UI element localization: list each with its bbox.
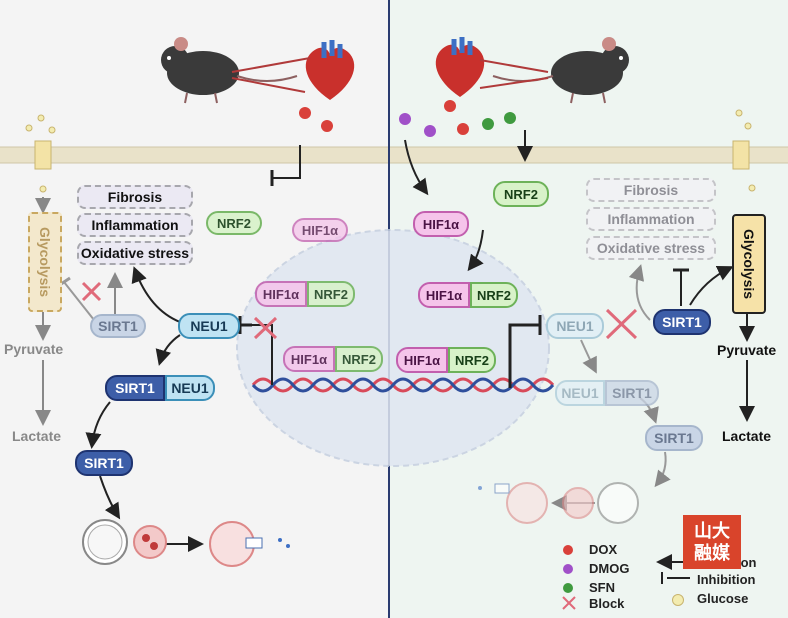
watermark-line1: 山大 [694,521,730,541]
vesicle-right-single [478,482,548,524]
mouse-right [492,37,629,104]
sirt1-right: SIRT1 [653,309,711,335]
mouse-left [161,37,298,104]
complex-hif1a: HIF1α [283,346,335,372]
hif-nrf-complex-right-lower: HIF1α NRF2 [396,347,496,373]
legend-block: Block [589,596,625,611]
legend-sfn: SFN [589,580,615,595]
fibrosis-box-left: Fibrosis [77,185,193,209]
dox-ball [321,120,333,132]
dna-helix [251,377,555,393]
vesicle-right-pair [562,482,639,524]
glycolysis-box-left: Glycolysis [28,212,62,312]
complex-nrf2: NRF2 [307,281,355,307]
legend-activation: ion [737,555,757,570]
sirt1-faded-left: SIRT1 [90,314,146,338]
dmog-ball [424,125,436,137]
hif-nrf-complex-left-lower: HIF1α NRF2 [283,346,383,372]
lactate-label-right: Lactate [722,428,772,444]
hif1a-left: HIF1α [292,218,348,242]
nrf2-right: NRF2 [493,181,549,207]
legend-glucose-dot [672,594,684,606]
legend-dox-dot [563,545,573,555]
sfn-ball [482,118,494,130]
inflammation-box-right: Inflammation [586,207,716,231]
nrf2-left: NRF2 [206,211,262,235]
membrane-left [0,146,388,164]
dmog-ball [399,113,411,125]
legend-inhibition: Inhibition [697,572,756,587]
complex-sirt1: SIRT1 [605,380,659,406]
complex-hif1a: HIF1α [418,282,470,308]
transporter-left [25,114,56,193]
complex-sirt1: SIRT1 [105,375,165,401]
complex-nrf2: NRF2 [448,347,496,373]
neu1-faded-right: NEU1 [546,313,604,339]
oxidative-stress-box-right: Oxidative stress [586,236,716,260]
dox-ball [444,100,456,112]
legend-glucose: Glucose [697,591,749,606]
legend-block-icon [562,596,576,610]
lactate-label-left: Lactate [12,428,62,444]
sirt1-left: SIRT1 [75,450,133,476]
watermark-line2: 融媒 [694,543,730,563]
dox-ball [457,123,469,135]
block-cross [81,281,638,340]
legend-dmog: DMOG [589,561,630,576]
watermark-logo: 山大 融媒 [683,515,741,569]
legend-sfn-dot [563,583,573,593]
transporter-right [732,109,756,192]
neu1-sirt1-complex-right: NEU1 SIRT1 [555,380,659,406]
complex-neu1: NEU1 [555,380,605,406]
hif-nrf-complex-right-upper: HIF1α NRF2 [418,282,518,308]
complex-neu1: NEU1 [165,375,215,401]
pyruvate-label-left: Pyruvate [4,341,64,357]
fibrosis-box-right: Fibrosis [586,178,716,202]
glycolysis-label-left: Glycolysis [37,226,53,298]
neu1-left: NEU1 [178,313,240,339]
dox-ball [299,107,311,119]
complex-hif1a: HIF1α [396,347,448,373]
hif1a-right: HIF1α [413,211,469,237]
glycolysis-label-right: Glycolysis [741,228,757,300]
complex-hif1a: HIF1α [255,281,307,307]
inflammation-box-left: Inflammation [77,213,193,237]
legend-dmog-dot [563,564,573,574]
hif-nrf-complex-left-upper: HIF1α NRF2 [255,281,355,307]
legend-dox: DOX [589,542,618,557]
membrane-right [390,146,788,164]
sirt1-faded-right: SIRT1 [645,425,703,451]
pyruvate-label-right: Pyruvate [717,342,777,358]
complex-nrf2: NRF2 [335,346,383,372]
sfn-ball [504,112,516,124]
glycolysis-box-right: Glycolysis [732,214,766,314]
oxidative-stress-box-left: Oxidative stress [77,241,193,265]
vesicle-left-single [209,521,290,567]
complex-nrf2: NRF2 [470,282,518,308]
vesicle-left-pair [82,519,167,565]
heart-right [435,37,485,97]
sirt1-neu1-complex-left: SIRT1 NEU1 [105,375,215,401]
heart-left [305,40,355,100]
